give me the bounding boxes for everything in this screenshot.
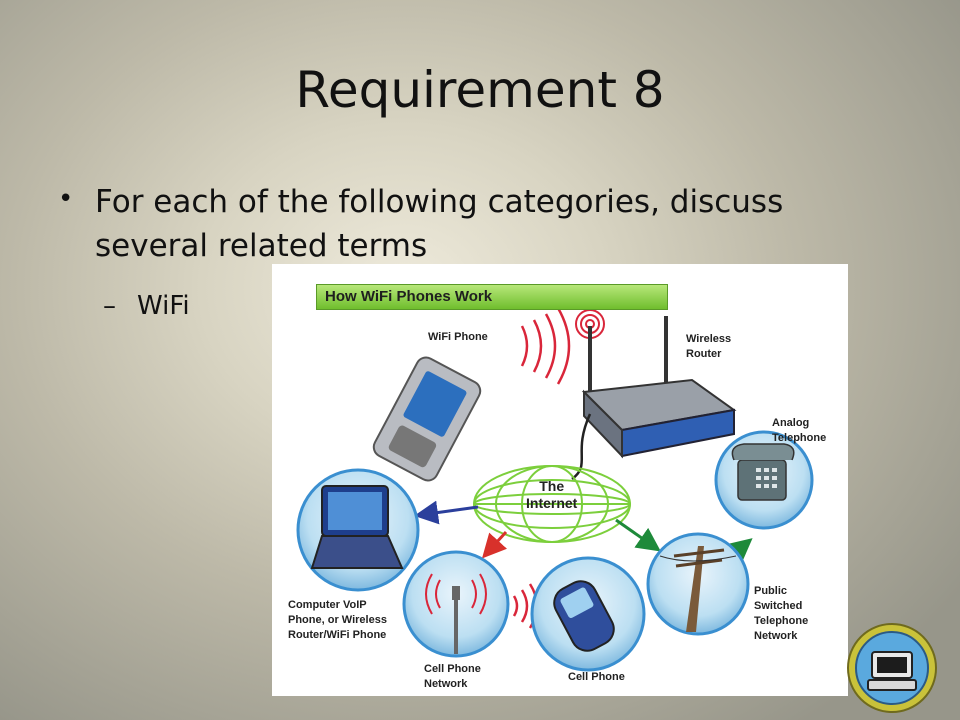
arrow-to-pstn xyxy=(615,518,661,552)
sub-bullet-text: WiFi xyxy=(137,291,190,321)
label-wifi-phone: WiFi Phone xyxy=(428,331,488,343)
sub-bullet-dash: – xyxy=(103,291,116,321)
label-pstn: Public Switched Telephone Network xyxy=(754,585,809,642)
wifi-diagram: How WiFi Phones Work WiFi Phone Wireless… xyxy=(272,264,848,696)
globe-icon xyxy=(473,465,631,543)
figure-banner: How WiFi Phones Work xyxy=(316,284,668,310)
router-icon xyxy=(581,316,737,459)
cell-phone-icon xyxy=(530,556,646,672)
cell-tower-icon xyxy=(402,550,510,658)
label-internet: The Internet xyxy=(526,478,578,511)
telephone-icon xyxy=(714,430,814,530)
bullet-dot: • xyxy=(58,184,74,214)
label-router: Wireless Router xyxy=(686,333,732,360)
arrow-to-cell xyxy=(481,530,508,559)
figure-banner-label: How WiFi Phones Work xyxy=(325,288,493,305)
wifi-signal-icon xyxy=(520,307,571,385)
utility-pole-icon xyxy=(646,532,750,636)
label-analog-telephone: Analog Telephone xyxy=(772,417,827,444)
label-cell-phone: Cell Phone xyxy=(568,671,625,683)
laptop-icon xyxy=(296,468,420,592)
merit-badge-icon xyxy=(847,623,937,713)
wifi-phone-icon xyxy=(372,356,482,482)
arrow-to-computer xyxy=(414,500,479,525)
bullet-text: For each of the following categories, di… xyxy=(95,184,784,264)
slide-title: Requirement 8 xyxy=(295,61,665,119)
label-computer: Computer VoIP Phone, or Wireless Router/… xyxy=(288,599,387,641)
label-cell-network: Cell Phone Network xyxy=(424,663,481,690)
diagram-graphics xyxy=(296,307,814,672)
